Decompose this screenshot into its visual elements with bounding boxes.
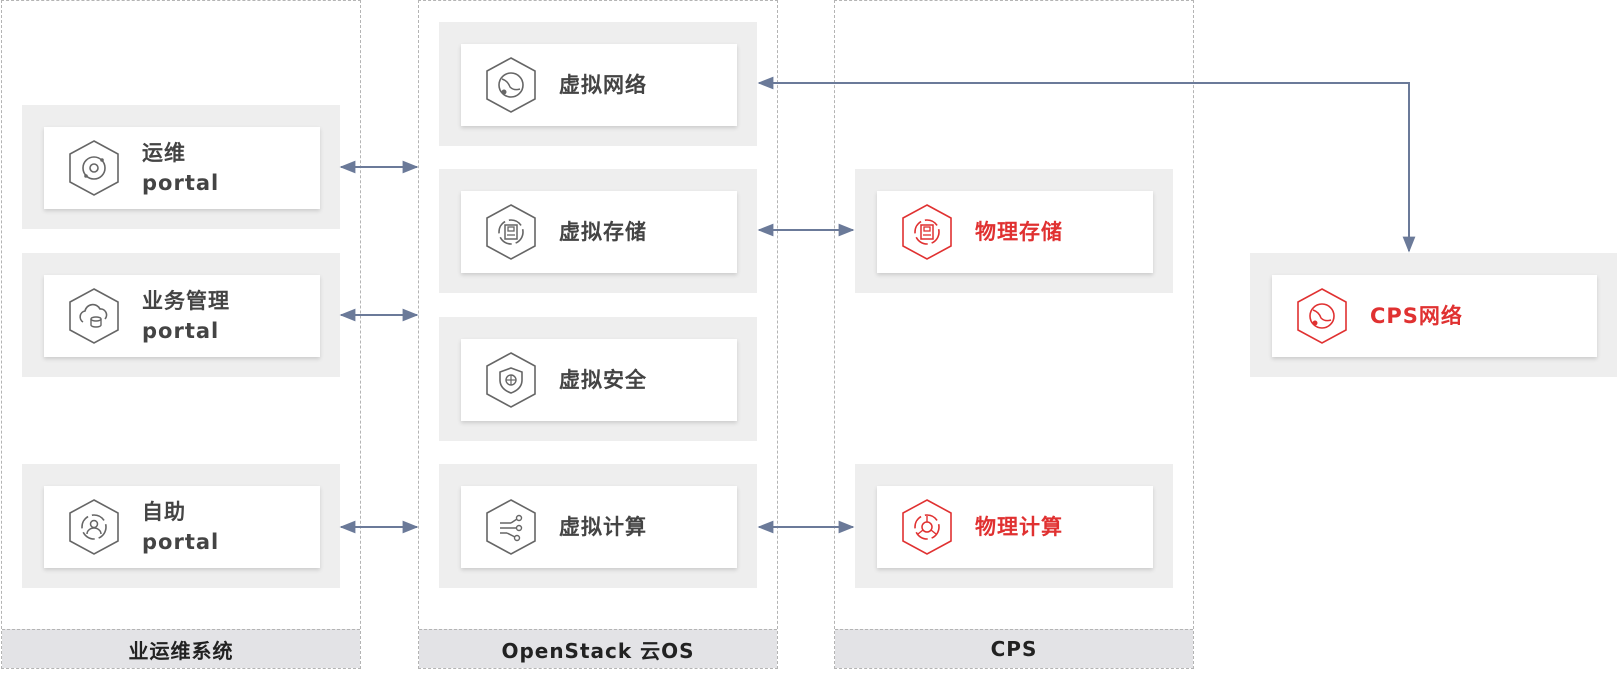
physical-compute-card[interactable]: 物理计算 xyxy=(877,486,1153,568)
cps-network-icon xyxy=(1297,288,1347,344)
self-service-portal-label-line1: 自助 xyxy=(142,500,186,524)
virtual-compute-icon xyxy=(486,499,536,555)
cps-network-card[interactable]: CPS网络 xyxy=(1272,275,1597,357)
virtual-security-label: 虚拟安全 xyxy=(559,368,647,392)
virtual-storage-panel: 虚拟存储 xyxy=(439,169,757,293)
cps-network-panel: CPS网络 xyxy=(1250,253,1617,377)
physical-compute-panel: 物理计算 xyxy=(855,464,1173,588)
ops-portal-icon xyxy=(69,140,119,196)
self-service-portal-label-line2: portal xyxy=(142,530,220,554)
virtual-network-panel: 虚拟网络 xyxy=(439,22,757,146)
virtual-compute-panel: 虚拟计算 xyxy=(439,464,757,588)
business-portal-panel: 业务管理 portal xyxy=(22,253,340,377)
arrow-virtual-network-cps-network xyxy=(757,76,1416,253)
ops-portal-panel: 运维 portal xyxy=(22,105,340,229)
openstack-footer: OpenStack 云OS xyxy=(419,629,777,668)
virtual-storage-icon xyxy=(486,204,536,260)
business-portal-card[interactable]: 业务管理 portal xyxy=(44,275,320,357)
cps-network-label: CPS网络 xyxy=(1370,304,1463,328)
business-portal-label-line1: 业务管理 xyxy=(142,289,230,313)
virtual-security-icon xyxy=(486,352,536,408)
virtual-security-card[interactable]: 虚拟安全 xyxy=(461,339,737,421)
virtual-compute-card[interactable]: 虚拟计算 xyxy=(461,486,737,568)
ops-system-column: 运维 portal 业务管理 portal 自助 portal 业运维系统 xyxy=(1,0,361,669)
business-portal-icon xyxy=(69,288,119,344)
ops-system-footer: 业运维系统 xyxy=(2,629,360,668)
ops-portal-label-line2: portal xyxy=(142,171,220,195)
business-portal-label-line2: portal xyxy=(142,319,220,343)
self-service-portal-icon xyxy=(69,499,119,555)
virtual-compute-label: 虚拟计算 xyxy=(559,515,647,539)
ops-portal-card[interactable]: 运维 portal xyxy=(44,127,320,209)
cps-footer: CPS xyxy=(835,629,1193,668)
virtual-storage-card[interactable]: 虚拟存储 xyxy=(461,191,737,273)
virtual-network-card[interactable]: 虚拟网络 xyxy=(461,44,737,126)
physical-compute-icon xyxy=(902,499,952,555)
ops-portal-label-line1: 运维 xyxy=(142,141,186,165)
virtual-storage-label: 虚拟存储 xyxy=(559,220,647,244)
virtual-network-icon xyxy=(486,57,536,113)
self-service-portal-panel: 自助 portal xyxy=(22,464,340,588)
openstack-column: 虚拟网络 虚拟存储 虚拟安全 xyxy=(418,0,778,669)
self-service-portal-card[interactable]: 自助 portal xyxy=(44,486,320,568)
virtual-network-label: 虚拟网络 xyxy=(559,73,647,97)
physical-compute-label: 物理计算 xyxy=(975,515,1063,539)
virtual-security-panel: 虚拟安全 xyxy=(439,317,757,441)
